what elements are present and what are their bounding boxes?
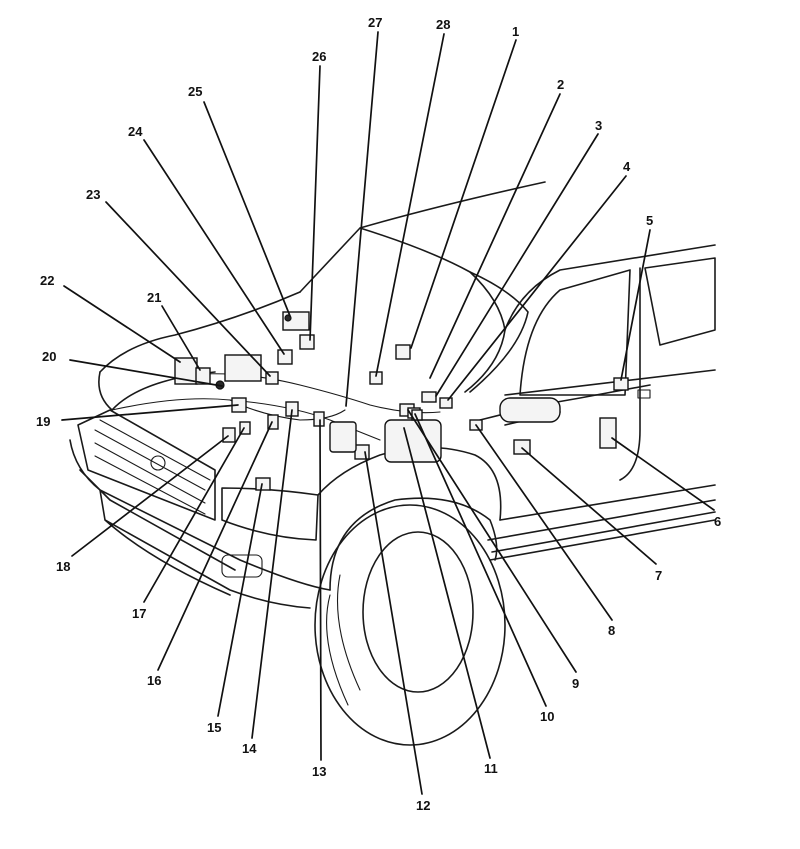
callout-23: 23 <box>86 187 100 202</box>
front-tire-inner <box>362 531 474 693</box>
door-seam <box>619 267 641 481</box>
wheel-arch <box>329 497 498 591</box>
leader-8 <box>475 424 613 621</box>
leader-7 <box>521 447 657 565</box>
tire-tread <box>326 574 361 706</box>
leader-lines <box>61 31 715 795</box>
callout-5: 5 <box>646 213 653 228</box>
callout-7: 7 <box>655 568 662 583</box>
leader-16 <box>157 421 273 671</box>
leader-28 <box>375 33 445 377</box>
callout-22: 22 <box>40 273 54 288</box>
callout-3: 3 <box>595 118 602 133</box>
leader-23 <box>105 201 271 377</box>
door-handle <box>637 389 651 399</box>
leader-27 <box>345 31 379 407</box>
callout-24: 24 <box>128 124 143 139</box>
leader-18 <box>71 435 229 557</box>
callout-21: 21 <box>147 290 161 305</box>
front-bumper <box>69 439 331 591</box>
leader-12 <box>364 451 423 795</box>
callout-labels: 1 2 3 4 5 6 7 8 9 10 11 12 13 14 15 16 1… <box>36 15 721 813</box>
component-17-box <box>239 421 251 435</box>
relay-block <box>224 354 262 382</box>
leader-10 <box>414 413 547 707</box>
leader-2 <box>429 93 561 379</box>
component-24-box <box>277 349 293 365</box>
callout-1: 1 <box>512 24 519 39</box>
callout-9: 9 <box>572 676 579 691</box>
callout-17: 17 <box>132 606 146 621</box>
fog-lamp <box>221 554 263 578</box>
callout-13: 13 <box>312 764 326 779</box>
component-4-box <box>421 391 437 403</box>
component-6-box <box>599 417 617 449</box>
callout-18: 18 <box>56 559 70 574</box>
leader-9 <box>407 409 577 673</box>
bumper-lower <box>99 489 311 609</box>
callout-20: 20 <box>42 349 56 364</box>
leader-15 <box>217 483 263 717</box>
callout-8: 8 <box>608 623 615 638</box>
leader-13 <box>319 419 322 761</box>
component-3-box <box>439 397 453 409</box>
vehicle-outline <box>69 181 716 746</box>
running-board <box>487 499 716 553</box>
callout-12: 12 <box>416 798 430 813</box>
hood-left-edge <box>99 291 301 373</box>
callout-25: 25 <box>188 84 202 99</box>
headlight <box>221 487 319 541</box>
front-tire-outer <box>314 504 506 746</box>
leader-25 <box>203 101 291 317</box>
callout-16: 16 <box>147 673 161 688</box>
body-side <box>489 369 716 561</box>
leader-22 <box>63 285 181 363</box>
leader-11 <box>403 427 491 759</box>
leader-21 <box>161 305 201 371</box>
callout-27: 27 <box>368 15 382 30</box>
grille-frame <box>77 409 216 521</box>
callout-19: 19 <box>36 414 50 429</box>
leader-26 <box>309 65 321 341</box>
callout-26: 26 <box>312 49 326 64</box>
leader-4 <box>447 175 627 401</box>
leader-1 <box>410 39 517 349</box>
component-12-box <box>354 444 370 460</box>
callout-10: 10 <box>540 709 554 724</box>
reservoir-tank <box>384 419 442 463</box>
leader-3 <box>435 133 599 397</box>
battery <box>329 421 357 453</box>
callout-14: 14 <box>242 741 257 756</box>
rear-window <box>644 257 716 346</box>
callout-28: 28 <box>436 17 450 32</box>
leader-6 <box>611 437 715 511</box>
a-pillar <box>504 244 716 331</box>
leader-17 <box>143 427 245 603</box>
hood-panel <box>299 181 546 393</box>
catalytic-converter <box>499 397 561 423</box>
component-26b-box <box>299 334 315 350</box>
component-15-box <box>255 477 271 491</box>
callout-11: 11 <box>484 761 498 776</box>
component-18-box <box>222 427 236 443</box>
callout-2: 2 <box>557 77 564 92</box>
callout-4: 4 <box>623 159 631 174</box>
emblem <box>150 455 166 471</box>
leader-24 <box>143 139 285 355</box>
callout-15: 15 <box>207 720 221 735</box>
component-28-box <box>395 344 411 360</box>
component-13-box <box>313 411 325 427</box>
grille-slats <box>94 419 211 515</box>
component-21-box <box>195 367 211 385</box>
leader-5 <box>620 229 651 381</box>
leader-14 <box>251 409 293 739</box>
leader-20 <box>69 359 223 387</box>
callout-6: 6 <box>714 514 721 529</box>
door-window <box>519 269 631 396</box>
leader-19 <box>61 404 239 421</box>
component-16-box <box>267 414 279 430</box>
